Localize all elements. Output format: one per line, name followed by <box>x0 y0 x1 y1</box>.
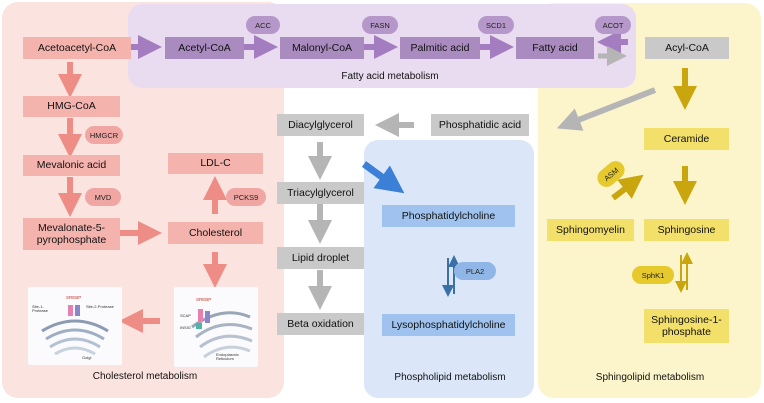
enzyme-fasn: FASN <box>362 16 398 34</box>
arrow-sphingomyelin-to-ceramide <box>611 174 644 201</box>
node-sphingosine: Sphingosine <box>644 219 729 241</box>
enzyme-sphk1: SphK1 <box>632 266 674 284</box>
sphingolipid-panel-title: Sphingolipid metabolism <box>595 372 705 383</box>
node-sphingomyelin: Sphingomyelin <box>547 219 634 241</box>
er-srebp-label: SREBP <box>196 297 212 302</box>
golgi-diagram <box>41 305 109 356</box>
node-hmg-coa: HMG-CoA <box>23 96 120 117</box>
enzyme-acc: ACC <box>246 16 280 34</box>
enzyme-mvd: MVD <box>85 188 121 206</box>
er-label: Endoplasmic Reticulum <box>216 352 239 362</box>
node-mevalonic-acid: Mevalonic acid <box>23 155 120 176</box>
node-sphingosine-1-phosphate: Sphingosine-1-phosphate <box>644 309 729 343</box>
node-acetoacetyl-coa: Acetoacetyl-CoA <box>23 37 131 59</box>
enzyme-pcsk9: PCKS9 <box>226 188 266 206</box>
node-lipid-droplet: Lipid droplet <box>277 247 364 269</box>
enzyme-hmgcr: HMGCR <box>85 126 123 144</box>
golgi-label: Golgi <box>82 355 92 360</box>
enzyme-acot: ACOT <box>595 16 631 34</box>
golgi-site1-label: Site-1-Protease <box>32 304 49 314</box>
enzyme-pla2: PLA2 <box>454 262 496 280</box>
node-fatty-acid: Fatty acid <box>516 37 594 59</box>
node-malonyl-coa: Malonyl-CoA <box>280 37 364 59</box>
er-insig-label: INSIG <box>180 325 191 330</box>
golgi-site2-label: Site-2-Protease <box>86 304 114 309</box>
node-triacylglycerol: Triacylglycerol <box>277 182 364 204</box>
golgi-illustration: SREBP Site-1-Protease Site-2-Protease Go… <box>28 287 122 365</box>
fatty-acid-panel-title: Fatty acid metabolism <box>341 71 439 82</box>
phospholipid-panel-title: Phospholipid metabolism <box>394 372 506 383</box>
node-mevalonate-5-pyrophosphate: Mevalonate-5-pyrophosphate <box>23 218 120 250</box>
node-ldl-c: LDL-C <box>168 153 263 174</box>
enzyme-scd1: SCD1 <box>478 16 514 34</box>
er-illustration: SREBP SCAP INSIG Endoplasmic Reticulum <box>174 287 258 367</box>
node-phosphatidic-acid: Phosphatidic acid <box>431 114 529 136</box>
node-palmitic-acid: Palmitic acid <box>400 37 480 59</box>
node-cholesterol: Cholesterol <box>168 222 263 244</box>
cholesterol-panel-title: Cholesterol metabolism <box>92 371 198 382</box>
arrow-to-phosphatidylcholine <box>361 161 405 194</box>
er-diagram <box>191 309 253 359</box>
golgi-srebp-label: SREBP <box>66 295 82 300</box>
node-diacylglycerol: Diacylglycerol <box>277 114 364 136</box>
node-lysophosphatidylcholine: Lysophosphatidylcholine <box>382 314 515 336</box>
node-ceramide: Ceramide <box>644 128 729 150</box>
arrow-acyl-to-phosphatidic <box>556 87 657 131</box>
node-beta-oxidation: Beta oxidation <box>277 313 364 335</box>
er-scap-label: SCAP <box>180 313 191 318</box>
node-acetyl-coa: Acetyl-CoA <box>165 37 244 59</box>
node-acyl-coa: Acyl-CoA <box>645 37 729 59</box>
node-phosphatidylcholine: Phosphatidylcholine <box>382 205 515 227</box>
